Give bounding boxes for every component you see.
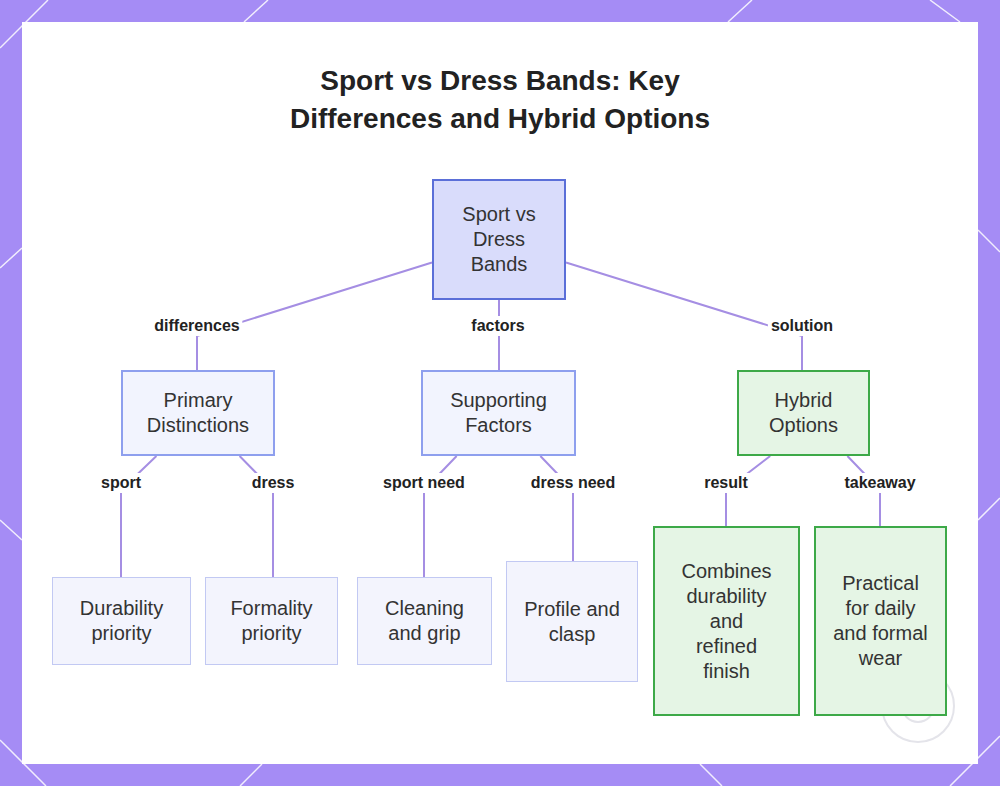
node-text: Durability priority (62, 596, 182, 646)
white-panel (22, 22, 978, 764)
decor-line (244, 0, 268, 22)
connector-line (566, 262, 802, 370)
detail-box: Profile and clasp (506, 561, 638, 682)
hybrid-box: Practical for daily and formal wear (814, 526, 947, 716)
edge-label: sport need (380, 473, 468, 493)
edge-label: dress need (528, 473, 618, 493)
decor-line (0, 520, 22, 540)
detail-box: Formality priority (205, 577, 338, 665)
node-text: Practical for daily and formal wear (833, 571, 929, 671)
node-text: Cleaning and grip (370, 596, 480, 646)
decor-line (728, 0, 752, 22)
diagram-title: Sport vs Dress Bands: Key Differences an… (265, 62, 735, 138)
decor-line (930, 0, 960, 22)
node-text: Sport vs Dress Bands (449, 202, 549, 277)
node-text: Profile and clasp (524, 597, 620, 647)
edge-label: result (701, 473, 751, 493)
category-box: Supporting Factors (421, 370, 576, 456)
hybrid-box: Hybrid Options (737, 370, 870, 456)
category-box: Primary Distinctions (121, 370, 275, 456)
edge-label: takeaway (841, 473, 918, 493)
node-text: Formality priority (217, 596, 327, 646)
decor-line (978, 230, 1000, 252)
edge-label: dress (249, 473, 298, 493)
decor-line (240, 764, 262, 786)
decor-line (978, 498, 1000, 520)
decor-line (700, 764, 722, 786)
connector-line (540, 456, 573, 561)
hybrid-box: Combines durability and refined finish (653, 526, 800, 716)
node-text: Primary Distinctions (128, 388, 268, 438)
edge-label: solution (768, 316, 836, 336)
node-text: Supporting Factors (429, 388, 569, 438)
edge-label: differences (151, 316, 242, 336)
edge-label: factors (468, 316, 527, 336)
node-text: Hybrid Options (749, 388, 859, 438)
edge-label: sport (98, 473, 144, 493)
decor-line (0, 248, 22, 268)
node-text: Combines durability and refined finish (679, 559, 775, 684)
root-box: Sport vs Dress Bands (432, 179, 566, 300)
detail-box: Cleaning and grip (357, 577, 492, 665)
detail-box: Durability priority (52, 577, 191, 665)
